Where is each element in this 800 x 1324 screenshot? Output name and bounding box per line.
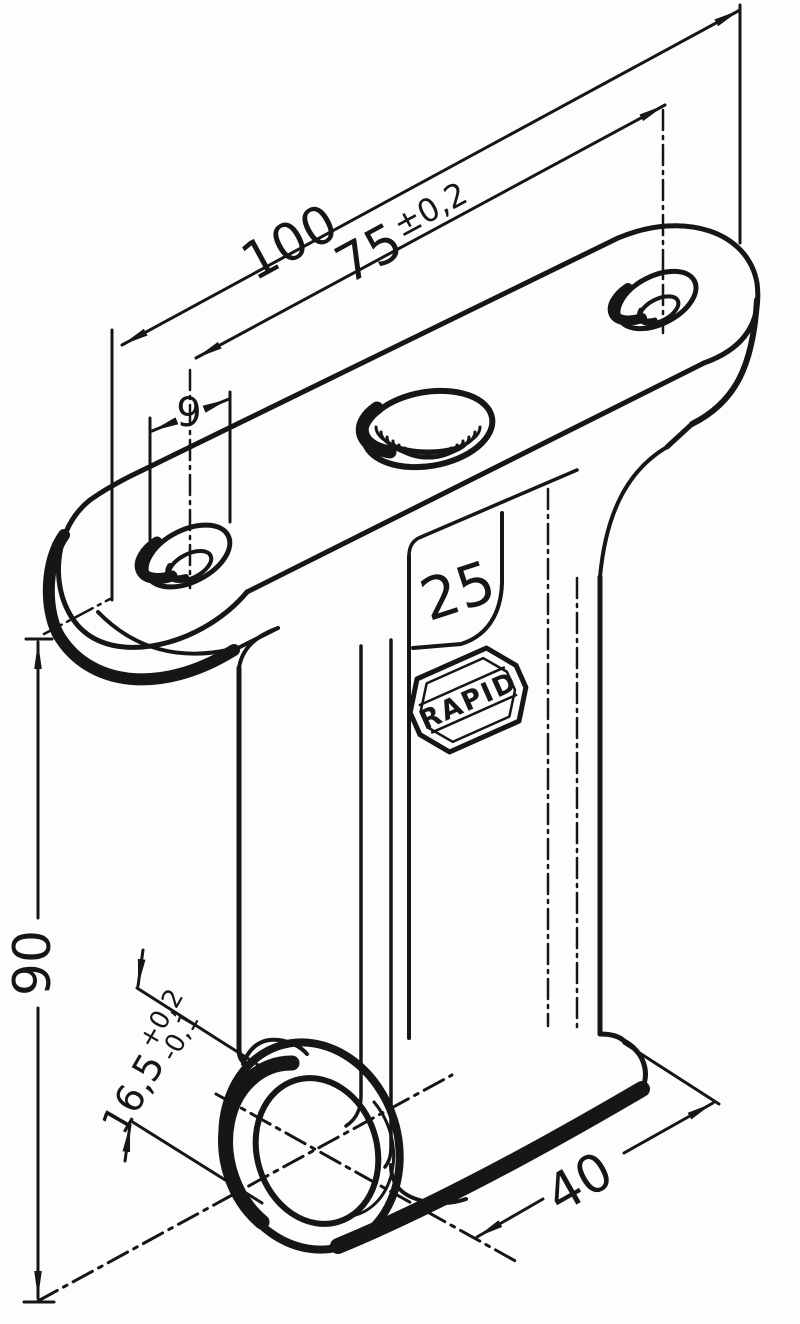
boss <box>218 1037 650 1254</box>
boss-bottom-silhouette <box>330 1081 650 1254</box>
boss-axis-centerline <box>36 1073 454 1303</box>
dim-16-5 <box>122 948 268 1205</box>
dim-100 <box>110 3 742 602</box>
dim-75 <box>188 103 667 590</box>
dim-90 <box>22 597 112 1304</box>
dim-40 <box>475 1041 721 1239</box>
dimensions <box>22 3 742 1304</box>
dim-75-tolerance-label: ±0,2 <box>387 174 473 244</box>
right-hole <box>607 268 699 332</box>
threaded-hole <box>355 387 496 471</box>
dim-90-label: 90 <box>3 930 63 996</box>
rapid-logo: RAPID <box>407 645 529 755</box>
left-hole <box>134 522 233 590</box>
dim-40-label: 40 <box>536 1141 623 1226</box>
part-outline <box>36 223 761 1303</box>
boss-cross-centerline <box>214 1092 521 1265</box>
pad-bottom-edge <box>411 581 504 650</box>
dim-16-5-label: 16,5 <box>93 1046 173 1141</box>
dim-9 <box>148 390 232 542</box>
plate-left-end-silhouette <box>42 529 240 686</box>
dim-9-label: 9 <box>176 390 201 436</box>
